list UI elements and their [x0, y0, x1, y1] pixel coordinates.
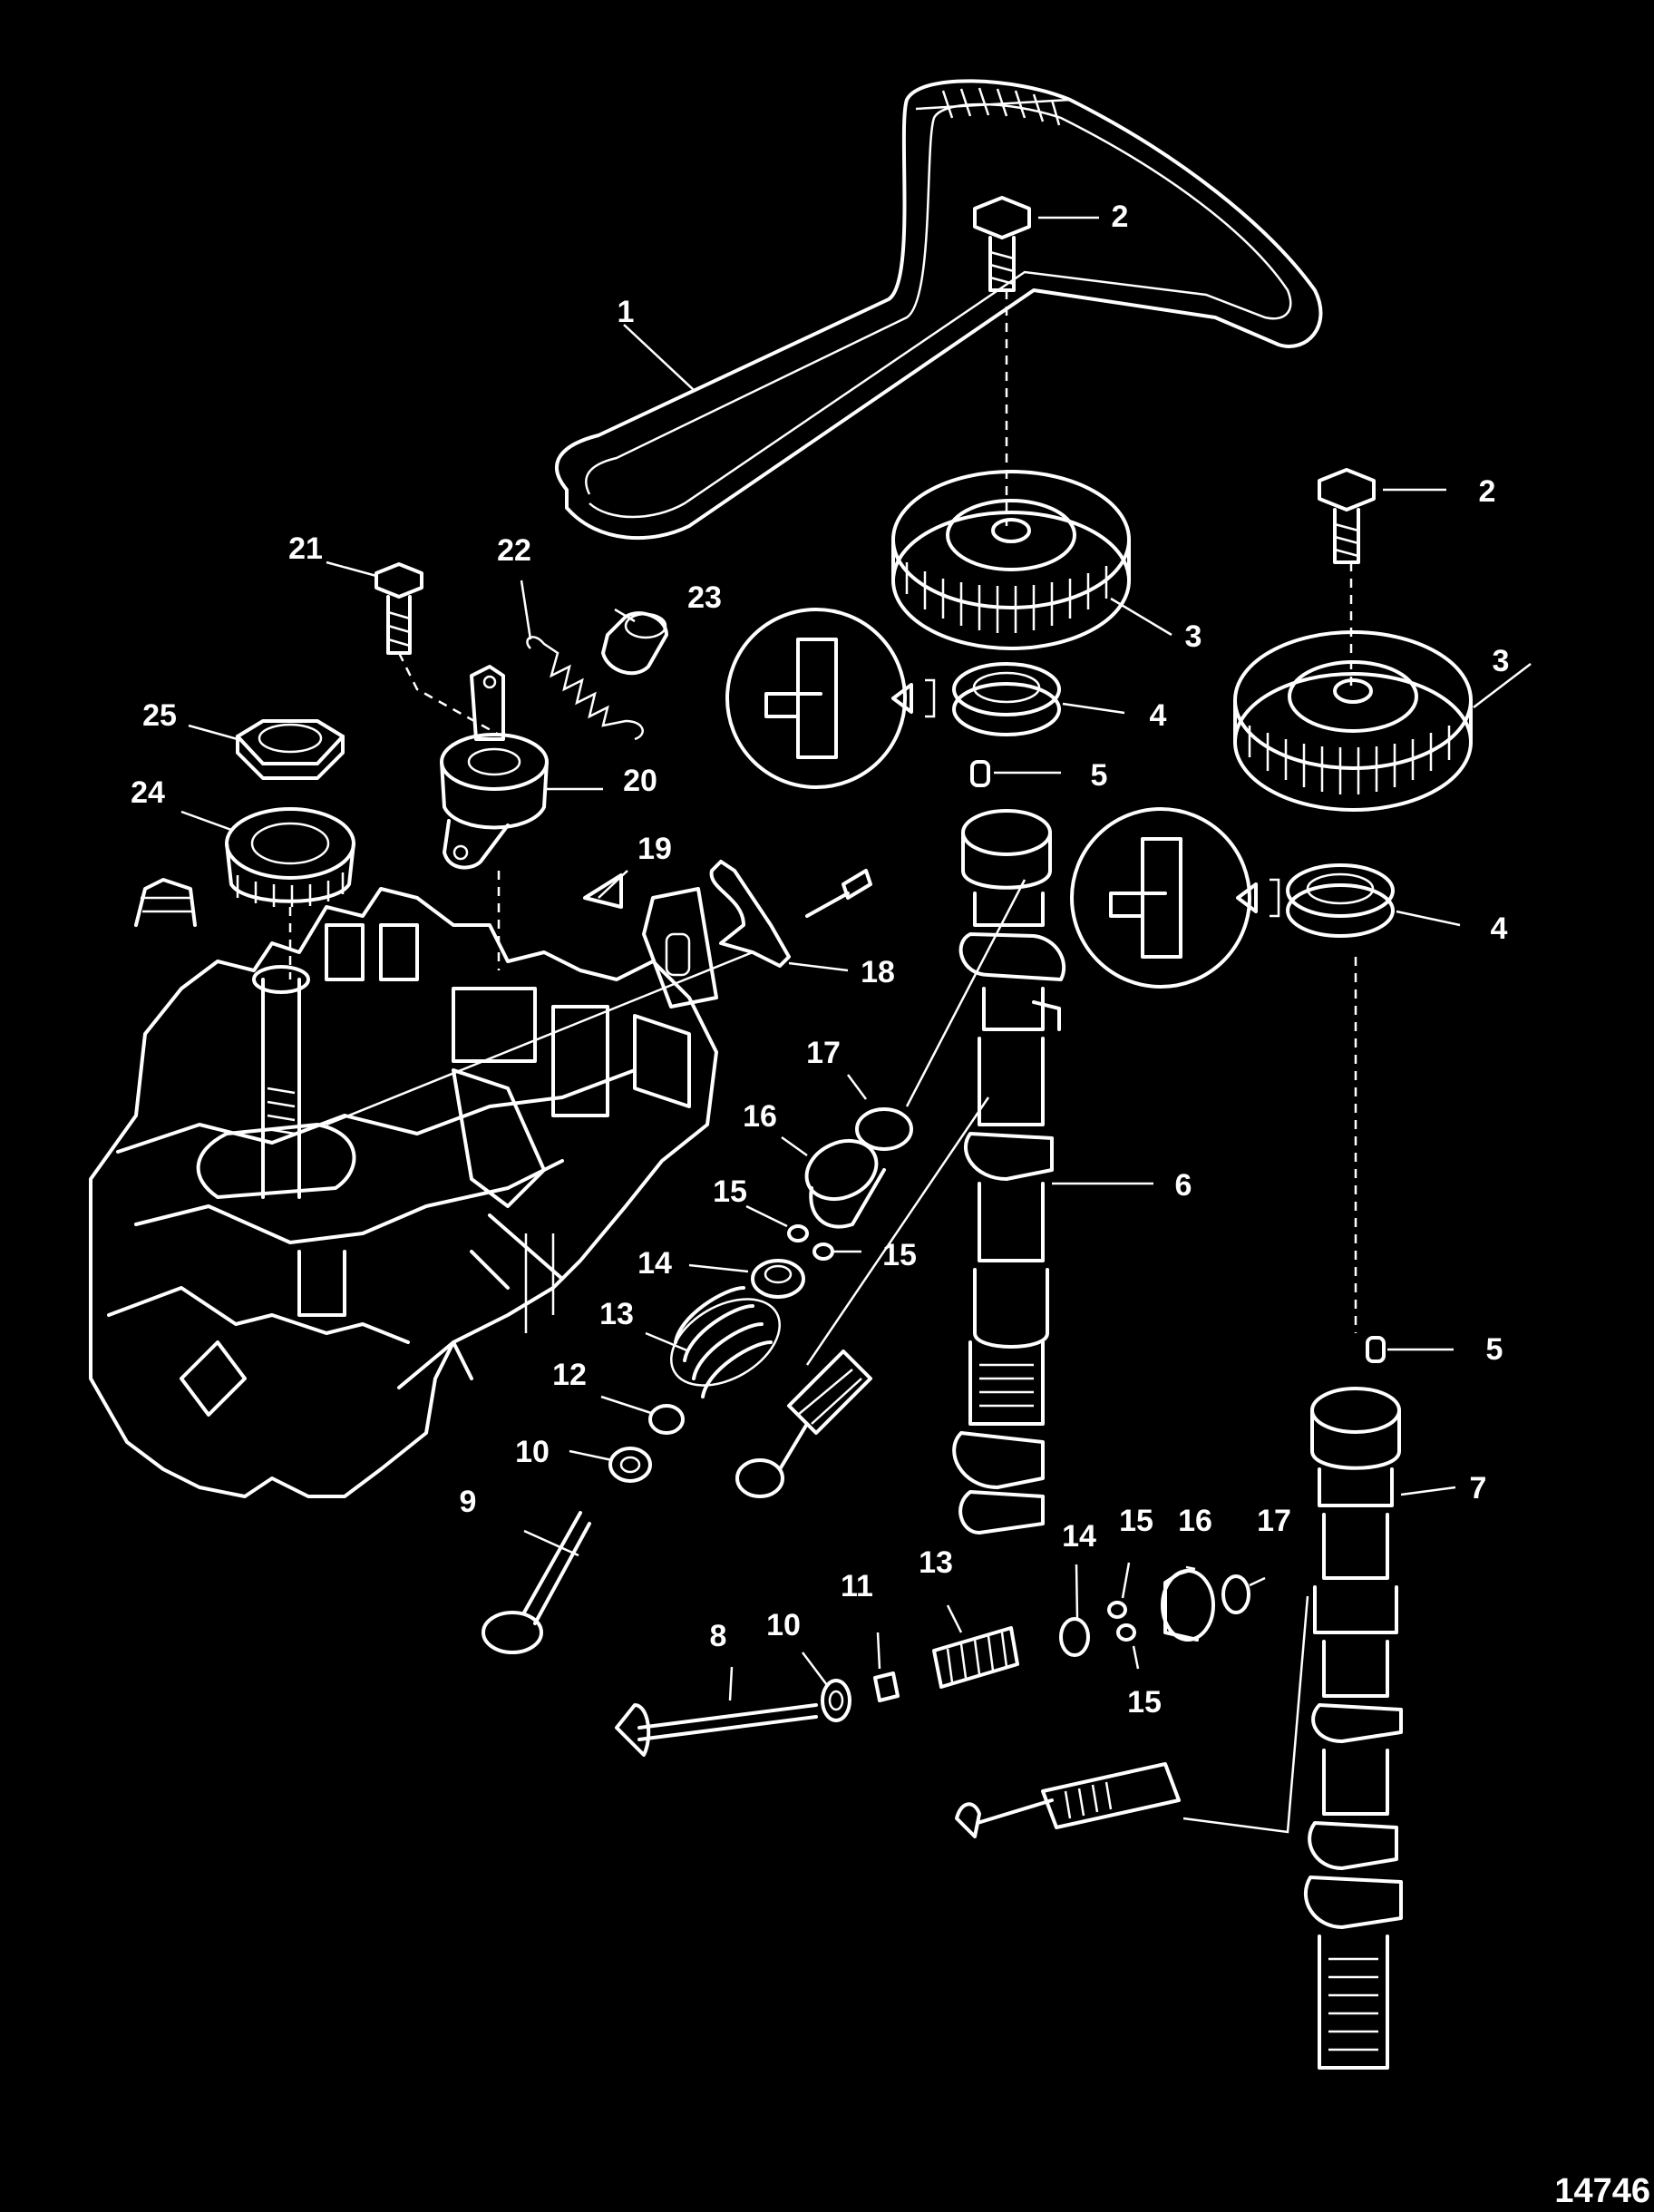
camshaft-intake [952, 809, 1066, 1535]
cam-seal-left [952, 662, 1061, 736]
tensioner-sleeve [601, 611, 668, 676]
cam-seal-right [1286, 863, 1395, 938]
callout-6: 6 [1175, 1168, 1192, 1203]
tensioner-pulley [440, 665, 549, 870]
shim-1 [855, 1107, 913, 1151]
callout-4-left: 4 [1150, 698, 1167, 733]
callout-9: 9 [460, 1485, 477, 1519]
crankshaft-nut [236, 719, 345, 780]
spring-seat-lower [648, 1404, 685, 1435]
sprocket-crankshaft [225, 807, 355, 907]
spring-retainer-2 [1059, 1617, 1090, 1657]
seal-detail-circle-left [725, 608, 936, 789]
tappet-1 [804, 1138, 886, 1229]
spring-retainer-1 [751, 1259, 805, 1299]
tensioner-bolt [375, 562, 423, 655]
dowel-pin-left [970, 760, 990, 787]
callout-19: 19 [637, 832, 672, 866]
callout-15-right: 15 [882, 1238, 917, 1272]
callout-3-left: 3 [1185, 619, 1202, 654]
callout-13-bottom: 13 [919, 1545, 953, 1580]
callout-15-upper: 15 [713, 1174, 747, 1209]
callout-23: 23 [687, 580, 722, 615]
callout-21: 21 [288, 531, 323, 566]
callout-2-left: 2 [1112, 200, 1129, 234]
callout-16-bottom: 16 [1178, 1504, 1212, 1538]
valve-assembled-1 [735, 1350, 872, 1498]
tappet-2 [1161, 1569, 1215, 1642]
cylinder-head-assembly [89, 878, 718, 1498]
cam-sprocket-right [1233, 630, 1473, 812]
leader-lines [180, 216, 1532, 1834]
callout-2-right: 2 [1479, 474, 1496, 509]
valve-intake-1 [482, 1511, 591, 1654]
cam-sprocket-bolt-right [1318, 468, 1376, 564]
callout-3-right: 3 [1493, 644, 1510, 678]
callout-15-bottom-upper: 15 [1119, 1504, 1153, 1538]
callout-13-left: 13 [599, 1297, 634, 1331]
callout-20: 20 [623, 764, 657, 798]
callout-4-right: 4 [1491, 911, 1508, 946]
valve-exhaust-1 [615, 1703, 818, 1757]
callout-10-bottom: 10 [766, 1608, 801, 1642]
cam-sprocket-left [891, 470, 1131, 650]
woodruff-key [583, 873, 623, 909]
tensioner-spring [526, 636, 644, 741]
valve-seal-1 [608, 1447, 652, 1483]
callout-7: 7 [1470, 1471, 1487, 1506]
callout-10-left: 10 [515, 1435, 550, 1469]
callout-5-right: 5 [1486, 1332, 1503, 1367]
seal-detail-circle-right [1070, 807, 1280, 989]
sensor-bracket [709, 860, 872, 968]
callout-8: 8 [710, 1619, 727, 1653]
cam-sprocket-bolt-left [973, 196, 1031, 292]
callout-5-left: 5 [1091, 758, 1108, 793]
valve-spring-1 [670, 1286, 781, 1398]
valve-spring-2 [932, 1626, 1019, 1689]
dowel-pin-right [1366, 1336, 1386, 1363]
callout-25: 25 [142, 698, 177, 733]
camshaft-exhaust [1304, 1387, 1403, 2070]
timing-belt [555, 79, 1323, 541]
callout-16-left: 16 [743, 1099, 777, 1134]
valve-keeper-1 [787, 1224, 834, 1261]
callout-17-left: 17 [806, 1036, 841, 1070]
spring-seat-2 [873, 1671, 900, 1702]
callout-22: 22 [497, 533, 531, 568]
callout-labels: 1 2 2 3 3 4 4 5 5 6 7 8 9 10 10 11 12 13… [131, 200, 1509, 1720]
callout-18: 18 [861, 955, 895, 989]
shim-2 [1221, 1574, 1250, 1614]
valve-seal-2 [821, 1679, 851, 1722]
callout-12: 12 [552, 1358, 587, 1392]
gasket-plate [642, 887, 718, 1009]
callout-1: 1 [618, 295, 635, 329]
callout-24: 24 [131, 775, 165, 810]
valve-keeper-2 [1107, 1601, 1136, 1642]
callout-17-bottom: 17 [1257, 1504, 1291, 1538]
callout-15-bottom-lower: 15 [1127, 1685, 1162, 1720]
callout-14-left: 14 [637, 1246, 672, 1281]
figure-number: 14746 [1554, 2172, 1650, 2210]
callout-11: 11 [841, 1569, 873, 1603]
callout-14-bottom: 14 [1062, 1519, 1096, 1554]
valve-assembled-2 [955, 1762, 1181, 1838]
